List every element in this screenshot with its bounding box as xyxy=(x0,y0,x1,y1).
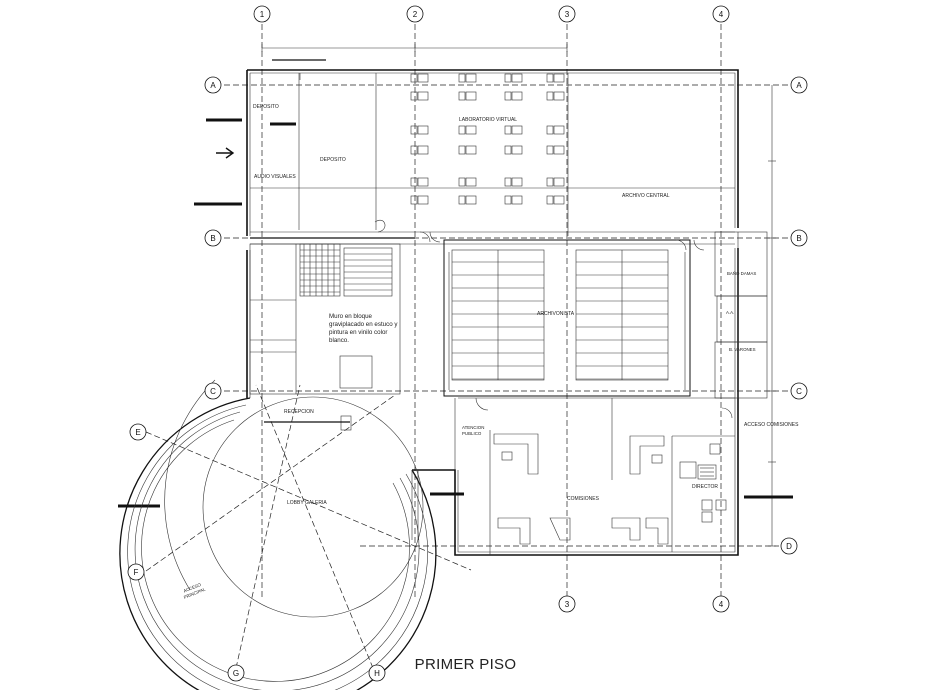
svg-text:pintura en vinilo color: pintura en vinilo color xyxy=(329,329,387,336)
label-audio-visuales: AUDIO VISUALES xyxy=(254,174,296,180)
grid-bubble-axis-f: F xyxy=(127,563,145,581)
label-laboratorio-virtual: LABORATORIO VIRTUAL xyxy=(459,117,517,123)
label-deposito: DEPOSITO xyxy=(320,157,346,163)
svg-text:2: 2 xyxy=(413,10,418,19)
office-furniture xyxy=(264,415,727,545)
grid-bubble-col-4-top: 4 xyxy=(712,5,730,23)
grid-bubble-row-a-left: A xyxy=(204,76,222,94)
grid-bubble-col-1-top: 1 xyxy=(253,5,271,23)
room-labels: DEPOSITO DEPOSITO AUDIO VISUALES LABORAT… xyxy=(183,104,799,600)
doors xyxy=(419,231,733,419)
label-director: DIRECTOR xyxy=(692,484,718,490)
svg-text:G: G xyxy=(233,669,239,678)
wall-note: Muro en bloque graviplacado en estuco y … xyxy=(329,313,398,344)
grid-bubble-col-2-top: 2 xyxy=(406,5,424,23)
label-recepcion: RECEPCION xyxy=(284,409,314,415)
grid-bubbles: 1 2 3 4 3 4 A A B B C C D E F G H xyxy=(127,5,808,682)
svg-text:B: B xyxy=(796,234,801,243)
svg-text:F: F xyxy=(134,568,139,577)
dimension-lines xyxy=(261,44,776,547)
svg-text:D: D xyxy=(786,542,792,551)
label-acceso-comisiones: ACCESO COMISIONES xyxy=(744,422,799,428)
grid-bubble-col-4-bottom: 4 xyxy=(712,595,730,613)
section-markers xyxy=(118,118,793,508)
svg-text:3: 3 xyxy=(565,10,570,19)
svg-text:E: E xyxy=(135,428,140,437)
svg-text:blanco.: blanco. xyxy=(329,337,349,344)
grid-bubble-row-a-right: A xyxy=(790,76,808,94)
grid-bubble-row-b-left: B xyxy=(204,229,222,247)
label-archivonista: ARCHIVONISTA xyxy=(537,311,575,317)
interior-walls xyxy=(249,73,768,555)
stair-tiles xyxy=(299,243,393,297)
svg-text:graviplacado en estuco y: graviplacado en estuco y xyxy=(329,321,398,328)
grid-bubble-row-d-right: D xyxy=(780,537,798,555)
grid-bubble-col-3-bottom: 3 xyxy=(558,595,576,613)
label-aa: A.A. xyxy=(726,310,734,315)
label-publico: PUBLICO xyxy=(462,431,482,436)
grid-bubble-row-c-right: C xyxy=(790,382,808,400)
label-deposito-small: DEPOSITO xyxy=(253,104,279,110)
label-comisiones: COMISIONES xyxy=(567,496,600,502)
svg-text:C: C xyxy=(210,387,216,396)
label-archivo-central: ARCHIVO CENTRAL xyxy=(622,193,670,199)
svg-text:4: 4 xyxy=(719,10,724,19)
label-lobby-galeria: LOBBY GALERIA xyxy=(287,500,327,506)
label-acceso: ACCESO xyxy=(183,582,203,594)
label-bano-varones: B. VARONES xyxy=(729,347,756,352)
svg-text:Muro en bloque: Muro en bloque xyxy=(329,313,373,320)
label-bano-damas: BAÑO DAMAS xyxy=(727,271,756,276)
grid-bubble-row-b-right: B xyxy=(790,229,808,247)
grid-bubble-row-c-left: C xyxy=(204,382,222,400)
label-atencion: ATENCION xyxy=(462,425,484,430)
drawing-title: PRIMER PISO xyxy=(414,656,517,673)
grid-bubble-axis-e: E xyxy=(129,423,147,441)
grid-bubble-col-3-top: 3 xyxy=(558,5,576,23)
exterior-walls xyxy=(246,59,739,556)
svg-text:A: A xyxy=(210,81,216,90)
lobby-circle xyxy=(119,379,437,690)
svg-text:3: 3 xyxy=(565,600,570,609)
grid-bubble-axis-g: G xyxy=(227,664,245,682)
svg-text:C: C xyxy=(796,387,802,396)
svg-text:A: A xyxy=(796,81,802,90)
svg-text:1: 1 xyxy=(260,10,265,19)
svg-text:4: 4 xyxy=(719,600,724,609)
svg-text:B: B xyxy=(210,234,215,243)
lab-desks xyxy=(410,73,565,205)
entry-arrow xyxy=(216,147,235,159)
grid-bubble-axis-h: H xyxy=(368,664,386,682)
archive-shelves xyxy=(451,249,669,381)
svg-text:H: H xyxy=(374,669,380,678)
